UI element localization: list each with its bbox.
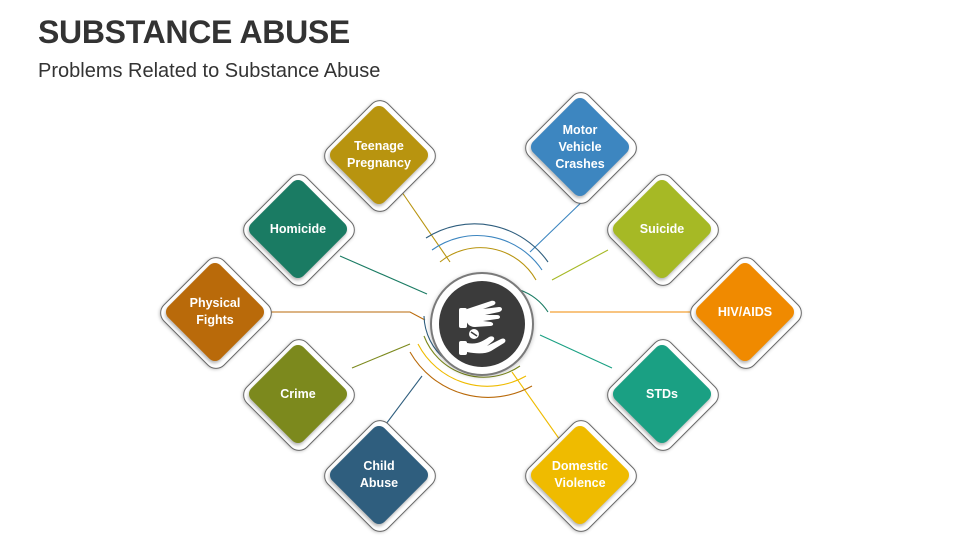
node-stds: STDs xyxy=(600,332,724,456)
node-suicide: Suicide xyxy=(600,167,724,291)
central-hub xyxy=(430,272,534,376)
node-domestic-violence: Domestic Violence xyxy=(518,413,642,537)
node-hiv-aids: HIV/AIDS xyxy=(683,250,807,374)
connector-homicide xyxy=(339,255,428,295)
hand-drug-icon xyxy=(459,300,506,355)
connector-suicide xyxy=(551,249,609,281)
arc-lower-2 xyxy=(417,343,527,387)
node-label: Teenage Pregnancy xyxy=(347,139,411,170)
connector-motor-vehicle xyxy=(529,195,589,253)
node-label: Child Abuse xyxy=(359,459,399,490)
node-label: HIV/AIDS xyxy=(717,304,773,319)
node-label: Motor Vehicle Crashes xyxy=(555,122,605,171)
page-subtitle: Problems Related to Substance Abuse xyxy=(38,60,381,82)
connector-stds xyxy=(539,334,613,369)
hub-background xyxy=(439,281,525,367)
page-title: SUBSTANCE ABUSE xyxy=(38,14,350,50)
node-teenage-pregnancy: Teenage Pregnancy xyxy=(317,93,441,217)
node-label: STDs xyxy=(646,386,678,401)
connector-crime xyxy=(351,343,411,369)
node-label: Physical Fights xyxy=(189,296,241,327)
node-child-abuse: Child Abuse xyxy=(317,413,441,537)
arc-upper-1 xyxy=(425,223,549,263)
arc-upper-2 xyxy=(431,235,543,271)
arc-lower-3 xyxy=(423,335,521,378)
node-label: Crime xyxy=(280,386,316,401)
node-label: Domestic Violence xyxy=(551,459,609,490)
connector-domestic-violence xyxy=(511,371,561,441)
arc-lower-1 xyxy=(409,351,533,398)
connector-teenage-pregnancy xyxy=(394,181,451,263)
node-motor-vehicle-crashes: Motor Vehicle Crashes xyxy=(518,85,642,209)
node-physical-fights: Physical Fights xyxy=(153,250,277,374)
node-crime: Crime xyxy=(236,332,360,456)
node-homicide: Homicide xyxy=(236,167,360,291)
node-label: Homicide xyxy=(269,221,327,236)
node-label: Suicide xyxy=(639,221,685,236)
arc-upper-3 xyxy=(439,247,537,281)
connector-physical-fights xyxy=(270,311,426,321)
